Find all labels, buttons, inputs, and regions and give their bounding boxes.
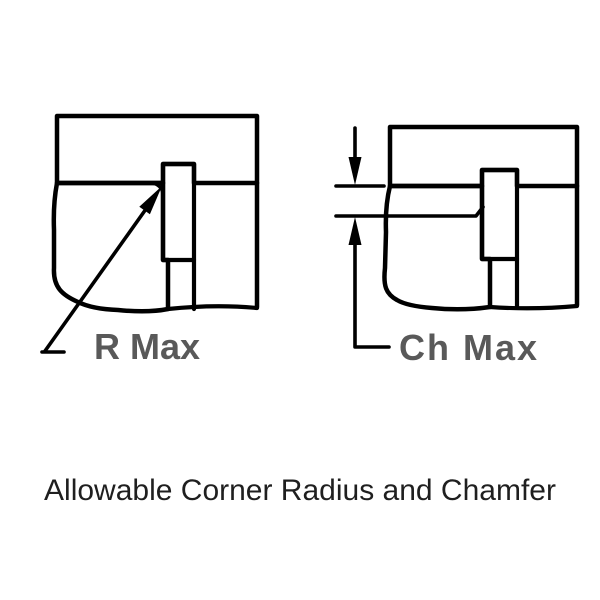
- caption: Allowable Corner Radius and Chamfer: [44, 474, 556, 507]
- chamfer-depth-line: [334, 205, 485, 218]
- radius-bore-bottom-edge: [165, 304, 260, 312]
- chamfer-shoulder-section: [382, 183, 493, 312]
- radius-leader-line: [43, 207, 148, 353]
- radius-housing-section: [54, 113, 260, 186]
- radius-arrowhead: [139, 186, 162, 215]
- chamfer-figure: Ch Max: [334, 124, 580, 368]
- chamfer-arrowhead-down: [348, 157, 362, 185]
- chamfer-leader-line: [353, 243, 391, 349]
- chamfer-label: Ch Max: [399, 327, 539, 368]
- radius-arc: [149, 181, 165, 197]
- chamfer-arrowhead-up: [348, 217, 362, 245]
- chamfer-bore-bottom-edge: [487, 303, 580, 311]
- radius-bearing-ring-section: [160, 161, 197, 263]
- chamfer-bearing-ring-section: [479, 167, 520, 262]
- radius-label: R Max: [94, 326, 200, 367]
- radius-figure: R Max: [40, 113, 260, 367]
